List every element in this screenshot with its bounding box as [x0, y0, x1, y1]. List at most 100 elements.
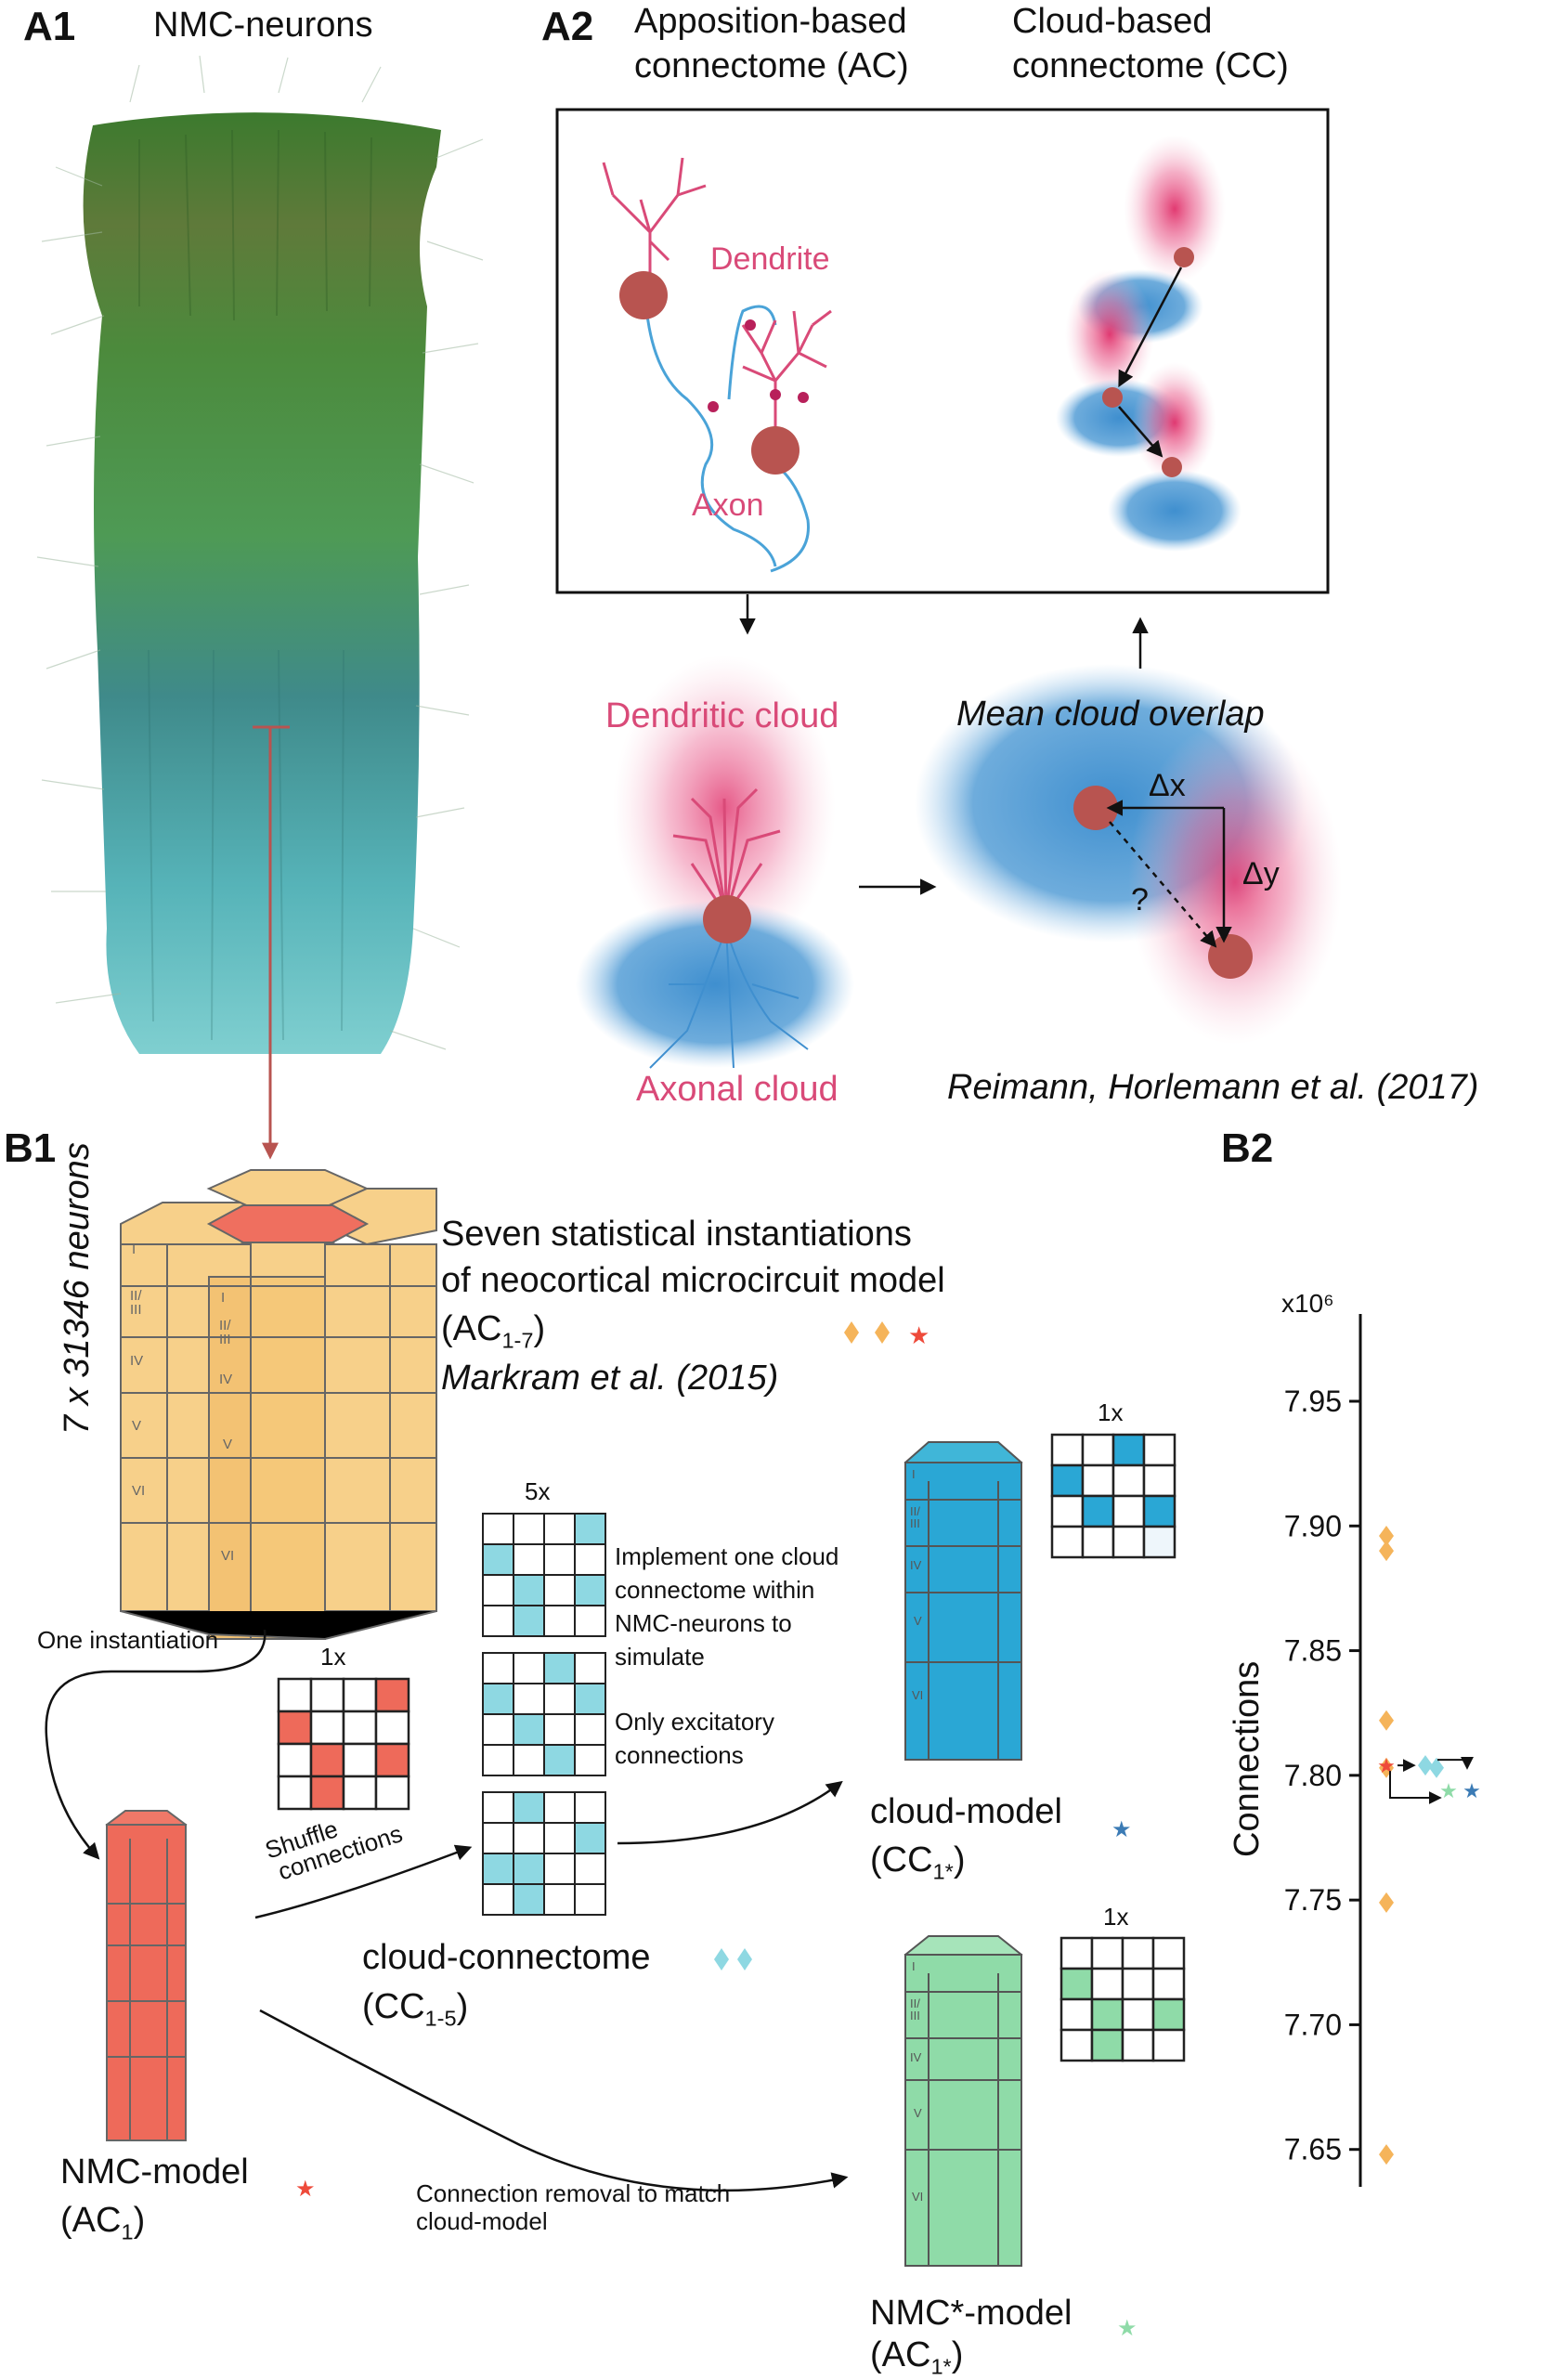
only-exc-line1: Only excitatory: [615, 1708, 774, 1736]
matrix-1x-red: [277, 1677, 410, 1811]
svg-text:IV: IV: [219, 1372, 232, 1387]
b2-diamond-point: [1379, 1892, 1394, 1913]
svg-text:I: I: [912, 1467, 916, 1481]
nmc-model-column: [105, 1810, 188, 2141]
panel-label-b2: B2: [1221, 1125, 1274, 1171]
b2-y-tick-label: 7.65: [1284, 2133, 1342, 2166]
svg-text:II/: II/: [910, 1996, 920, 2010]
svg-text:★: ★: [1112, 1816, 1132, 1842]
seven-column-microcircuit: [120, 1169, 437, 1641]
cloud-connectome-label: cloud-connectome: [362, 1938, 651, 1977]
removal-line2: cloud-model: [416, 2207, 548, 2235]
cloud-model-layer-labels: I II/III IV V VI: [910, 1467, 923, 1702]
svg-text:I: I: [132, 1242, 136, 1257]
a1-title: NMC-neurons: [153, 6, 373, 45]
ac17-label: (AC1-7): [441, 1309, 546, 1353]
svg-text:VI: VI: [912, 1688, 923, 1702]
cloud-model-column: [904, 1441, 1023, 1761]
b2-star-point: ★: [1439, 1780, 1458, 1803]
axonal-cloud-label: Axonal cloud: [636, 1070, 838, 1109]
svg-text:V: V: [914, 1614, 922, 1628]
citation-reimann: Reimann, Horlemann et al. (2017): [947, 1068, 1479, 1107]
ac-title-line1: Apposition-based: [634, 2, 907, 41]
svg-text:IV: IV: [910, 2050, 922, 2064]
nmc-model-label: NMC-model: [60, 2152, 249, 2191]
onex-blue-label: 1x: [1098, 1398, 1124, 1426]
implement-line4: simulate: [615, 1643, 705, 1671]
svg-text:V: V: [223, 1437, 232, 1452]
removal-arrow: [259, 2009, 849, 2192]
b2-ylabel: Connections: [1228, 1660, 1267, 1857]
fivex-label: 5x: [525, 1477, 551, 1505]
svg-text:III: III: [130, 1302, 142, 1318]
axon-label: Axon: [692, 488, 764, 523]
nmcstar-model-label: NMC*-model: [870, 2294, 1072, 2333]
implement-line3: NMC-neurons to: [615, 1609, 792, 1637]
svg-text:IV: IV: [130, 1353, 143, 1369]
svg-text:III: III: [219, 1332, 231, 1347]
svg-text:VI: VI: [912, 2190, 923, 2204]
onex-red-label: 1x: [320, 1643, 346, 1671]
dendritic-cloud-label: Dendritic cloud: [605, 696, 839, 735]
b2-diamond-point: [1379, 1526, 1394, 1547]
ac1s-label: (AC1*): [870, 2335, 964, 2379]
svg-text:★: ★: [295, 2176, 316, 2202]
one-instantiation-arrow: [45, 1629, 266, 1860]
svg-text:II/: II/: [910, 1504, 920, 1518]
cc15-label: (CC1-5): [362, 1987, 469, 2031]
svg-text:II/: II/: [219, 1318, 231, 1333]
ac1-label: (AC1): [60, 2201, 146, 2244]
svg-text:II/: II/: [130, 1288, 142, 1304]
removal-line1: Connection removal to match: [416, 2179, 731, 2207]
nmc-neuron-column: [36, 55, 484, 1160]
matrices-5x-cyan: [482, 1513, 606, 1916]
svg-text:I: I: [912, 1959, 916, 1973]
citation-markram: Markram et al. (2015): [441, 1359, 779, 1398]
cc-clouds-drawing: [1056, 135, 1242, 552]
matrix-1x-blue: [1050, 1433, 1176, 1559]
matrix-1x-green: [1060, 1936, 1186, 2062]
dendrite-label: Dendrite: [710, 241, 830, 277]
b2-y-tick-label: 7.90: [1284, 1509, 1342, 1542]
svg-text:I: I: [221, 1290, 225, 1306]
b2-y-tick-label: 7.95: [1284, 1385, 1342, 1418]
shuffle-arrow: [254, 1844, 473, 1919]
b2-diamond-point: [1379, 1541, 1394, 1562]
panel-label-a1: A1: [23, 4, 76, 49]
b2-multiplier: x10⁶: [1281, 1289, 1334, 1318]
cloud-model-label: cloud-model: [870, 1792, 1062, 1831]
svg-text:III: III: [910, 1516, 920, 1530]
b2-flow-arrow: [1389, 1771, 1442, 1804]
b2-y-tick-label: 7.70: [1284, 2008, 1342, 2041]
soma-1: [619, 271, 668, 319]
panel-label-a2: A2: [541, 4, 594, 49]
cc-title-line1: Cloud-based: [1012, 2, 1213, 41]
mean-cloud-overlap-drawing: [915, 664, 1342, 1045]
cc-title-line2: connectome (CC): [1012, 46, 1289, 85]
question-label: ?: [1131, 882, 1149, 917]
mean-overlap-label: Mean cloud overlap: [956, 695, 1265, 734]
one-instantiation-label: One instantiation: [37, 1626, 219, 1654]
b2-diamond-point: [1429, 1757, 1444, 1778]
neurons-count-label: 7 x 31346 neurons: [58, 1142, 97, 1435]
b2-diamond-point: [1379, 1710, 1394, 1731]
svg-text:V: V: [132, 1418, 141, 1434]
svg-text:IV: IV: [910, 1558, 922, 1572]
svg-text:III: III: [910, 2009, 920, 2022]
b2-diamond-point: [1418, 1755, 1433, 1776]
onex-green-label: 1x: [1103, 1903, 1129, 1931]
b2-diamond-point: [1379, 2144, 1394, 2165]
seven-title-line1: Seven statistical instantiations: [441, 1215, 912, 1254]
b2-y-tick-label: 7.80: [1284, 1759, 1342, 1792]
only-exc-line2: connections: [615, 1741, 744, 1769]
ac-neurons-drawing: [602, 157, 832, 573]
b2-y-tick-label: 7.75: [1284, 1883, 1342, 1917]
b2-connections-chart: 7.657.707.757.807.857.907.95★★★: [1284, 1314, 1481, 2187]
cc1-label: (CC1*): [870, 1840, 966, 1884]
panel-label-b1: B1: [4, 1125, 57, 1171]
implement-line2: connectome within: [615, 1576, 815, 1604]
dendritic-axonal-cloud-drawing: [576, 655, 854, 1069]
soma-2: [751, 426, 800, 475]
